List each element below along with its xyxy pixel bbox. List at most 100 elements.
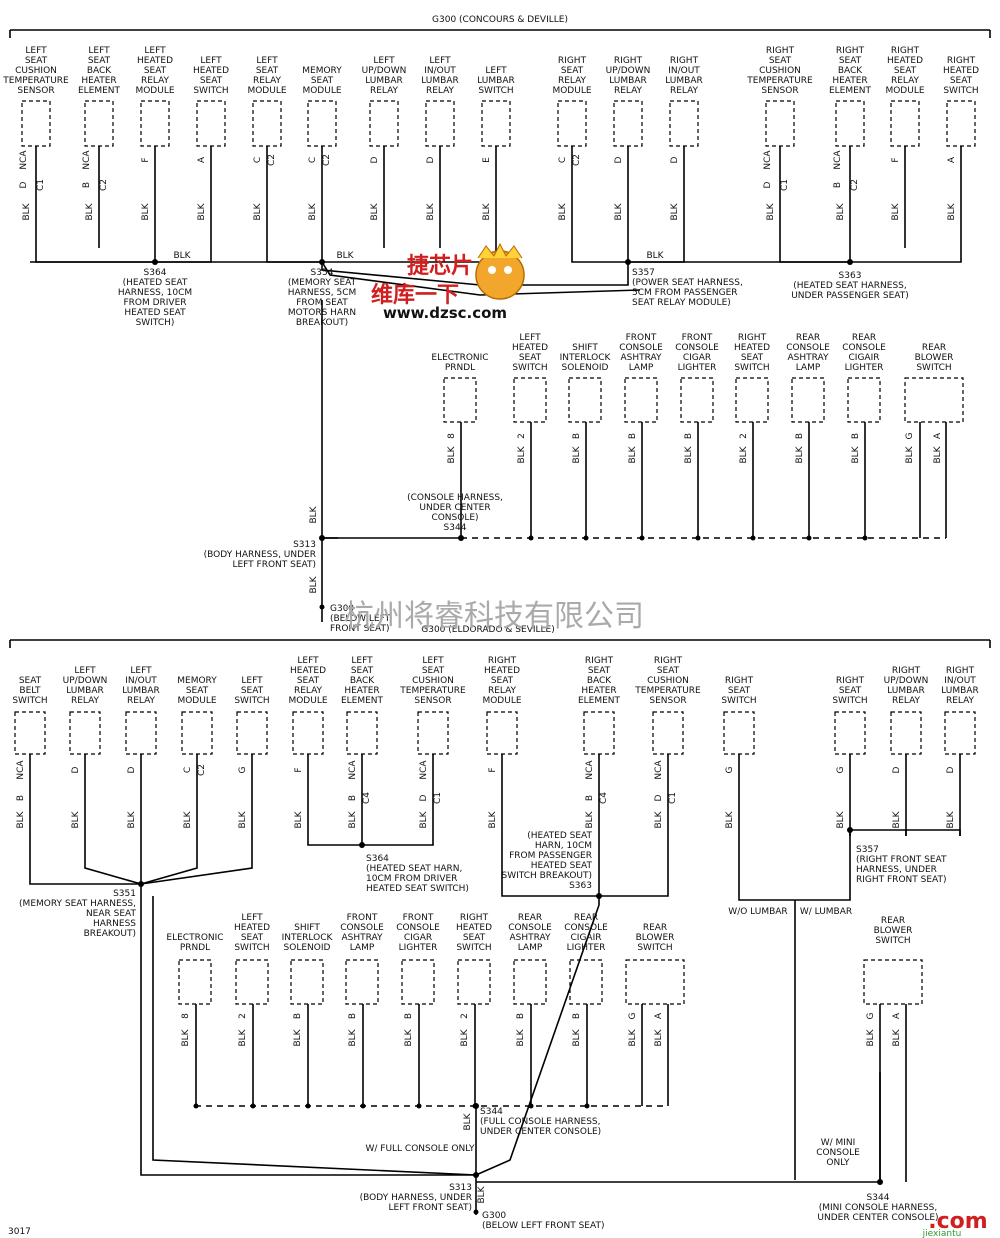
label-text: A — [947, 156, 957, 163]
label-text: B — [585, 795, 595, 801]
label-text: C1 — [36, 179, 46, 191]
label-text: BLK — [460, 1028, 470, 1046]
splice-dot — [877, 1179, 883, 1185]
label-text: F — [488, 767, 498, 772]
component-box — [791, 377, 825, 423]
component-box — [904, 377, 964, 423]
splice-dot — [458, 535, 464, 541]
label-text: BLK — [646, 251, 664, 261]
console-dashed-bus — [195, 537, 946, 1107]
label-text: C — [308, 157, 318, 163]
label-text: B — [572, 433, 582, 439]
splice-dot — [359, 842, 365, 848]
label-text: 2 — [238, 1013, 248, 1019]
label-text: G — [905, 432, 915, 439]
wire-path — [779, 248, 962, 263]
label-text: BLK — [488, 810, 498, 828]
label-text: BLK — [684, 445, 694, 463]
label-text: D — [946, 766, 956, 773]
label-text: BLK — [22, 202, 32, 220]
label-text: BLK — [933, 445, 943, 463]
label-text: BLK — [419, 810, 429, 828]
splice-dot — [584, 1103, 590, 1109]
label-text: C4 — [362, 792, 372, 804]
label-text: B — [82, 182, 92, 188]
label-text: 2 — [517, 433, 527, 439]
wire-path — [501, 836, 669, 897]
wire-path — [321, 262, 629, 286]
wire-path — [140, 836, 198, 885]
component-box — [346, 711, 378, 755]
component-box — [834, 711, 866, 755]
label-text: BLK — [348, 1028, 358, 1046]
label-text: BLK — [725, 810, 735, 828]
splice-dot — [596, 893, 602, 899]
component-box — [835, 100, 865, 147]
label-text: BLK — [517, 445, 527, 463]
label-text: D — [670, 156, 680, 163]
label-text: B — [795, 433, 805, 439]
component-box — [569, 959, 603, 1005]
label-text: G — [628, 1012, 638, 1019]
label-text: D — [763, 181, 773, 188]
label-text: D — [614, 156, 624, 163]
label-text: BLK — [447, 445, 457, 463]
component-box — [765, 100, 795, 147]
component-box — [69, 711, 101, 755]
component-box — [252, 100, 282, 147]
component-box — [890, 711, 922, 755]
label-text: BLK — [71, 810, 81, 828]
component-box — [669, 100, 699, 147]
component-box — [140, 100, 170, 147]
splice-dot — [416, 1103, 422, 1109]
label-text: F — [141, 157, 151, 162]
label-text: C2 — [267, 154, 277, 166]
label-text: F — [891, 157, 901, 162]
label-text: W/O LUMBAR — [728, 907, 787, 917]
label-text: 8 — [447, 433, 457, 439]
label-text: BLK — [426, 202, 436, 220]
label-text: BLK — [836, 810, 846, 828]
crown-icon — [477, 242, 523, 259]
label-text: BLK — [370, 202, 380, 220]
splice-dot — [639, 535, 645, 541]
label-text: E — [482, 157, 492, 163]
component-box — [181, 711, 213, 755]
label-text: C1 — [780, 179, 790, 191]
label-text: BLK — [851, 445, 861, 463]
component-box — [625, 959, 685, 1005]
splice-dots — [138, 259, 883, 1215]
label-text: B — [833, 182, 843, 188]
component-box — [457, 959, 491, 1005]
splice-dot — [625, 259, 631, 265]
component-box — [369, 100, 399, 147]
label-text: NCA — [348, 760, 358, 780]
label-text: D — [71, 766, 81, 773]
wire-path — [84, 836, 142, 885]
label-text: D — [426, 156, 436, 163]
label-text: B — [628, 433, 638, 439]
splice-dot — [305, 1103, 311, 1109]
wire-path — [29, 836, 141, 885]
component-box — [21, 100, 51, 147]
label-text: C1 — [668, 792, 678, 804]
label-text: C — [558, 157, 568, 163]
